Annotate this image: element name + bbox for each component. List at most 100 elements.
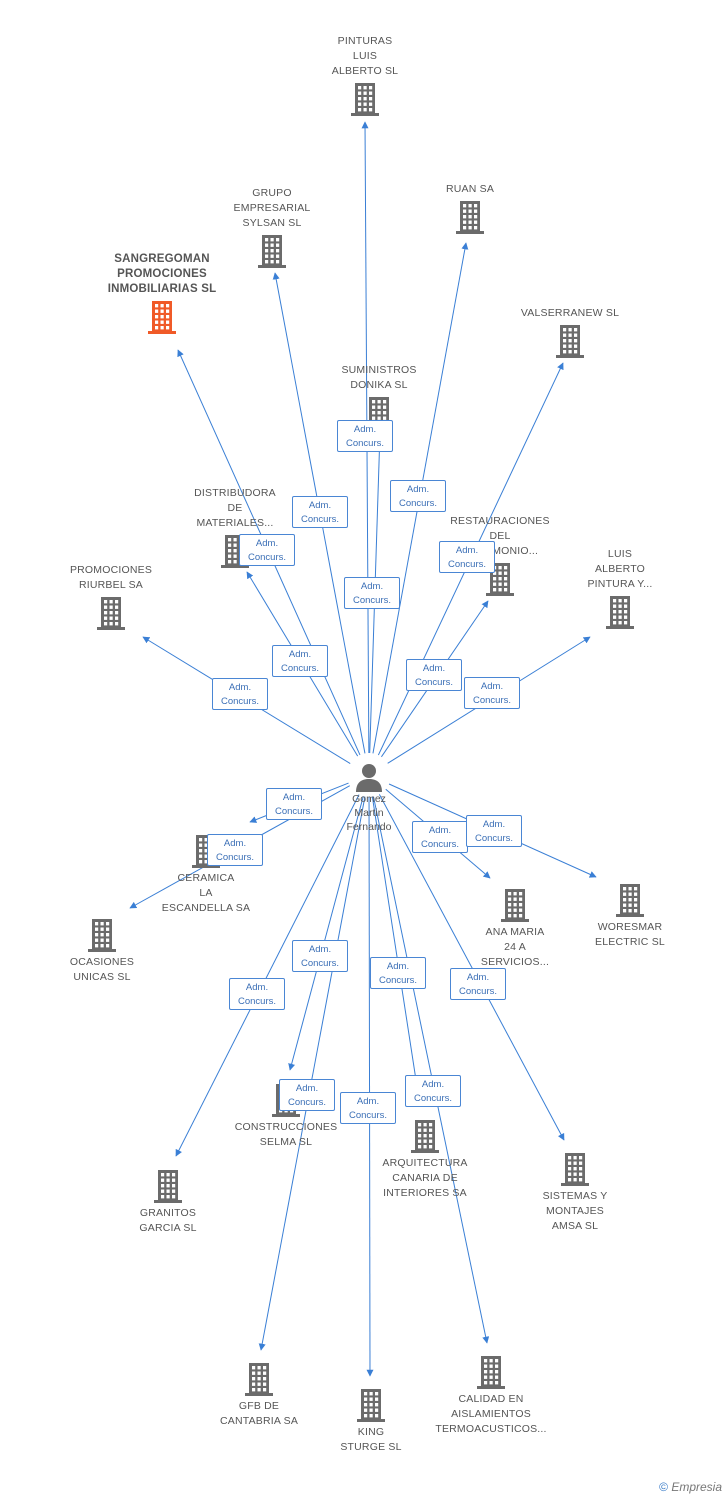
company-label-line: STURGE SL (340, 1441, 402, 1453)
company-label-line: CANTABRIA SA (219, 1415, 299, 1427)
edge-label-line-1: Adm. (288, 649, 312, 660)
edge-sistemas-montajes-amsa (378, 794, 565, 1141)
building-icon (154, 1170, 182, 1203)
edge-label-line-2: Concurs. (474, 833, 513, 844)
building-icon (477, 1356, 505, 1389)
company-label-line: GARCIA SL (139, 1222, 197, 1234)
edge-badge-suministros-donika[interactable]: Adm.Concurs. (337, 420, 393, 452)
company-label-line: SANGREGOMAN (114, 253, 210, 265)
building-icon (606, 596, 634, 629)
edge-badge-construcciones-selma[interactable]: Adm.Concurs. (292, 940, 348, 972)
edge-badge-luis-alberto-pintura[interactable]: Adm.Concurs. (464, 677, 520, 709)
building-icon (351, 83, 379, 116)
company-label-line: SUMINISTROS (341, 364, 417, 376)
company-label-line: KING (357, 1426, 385, 1438)
edge-label-line-2: Concurs. (274, 806, 313, 817)
company-label-line: RESTAURACIONES (450, 515, 550, 527)
company-label-line: DONIKA SL (350, 379, 408, 391)
company-node-king-sturge[interactable]: KING STURGE SL (301, 1385, 441, 1455)
edge-label-line-2: Concurs. (348, 1110, 387, 1121)
edge-badge-ocasiones-unicas[interactable]: Adm.Concurs. (266, 788, 322, 820)
company-label: SUMINISTROS DONIKA SL (309, 363, 449, 393)
edge-label-line-2: Concurs. (220, 696, 259, 707)
edge-label-line-1: Adm. (228, 682, 252, 693)
edge-label-line-1: Adm. (480, 681, 504, 692)
edge-label-line-1: Adm. (482, 819, 506, 830)
company-label-line: PROMOCIONES (117, 268, 207, 280)
person-name-line-2: Martin (354, 807, 384, 819)
edge-badge-calidad-en-aislamientos[interactable]: Adm.Concurs. (405, 1075, 461, 1107)
company-label: RUAN SA (400, 182, 540, 197)
edge-label-line-2: Concurs. (215, 852, 254, 863)
company-label-line: INTERIORES SA (383, 1187, 467, 1199)
company-label-line: RIURBEL SA (78, 579, 144, 591)
footer-brand[interactable]: © Empresia (659, 1480, 722, 1494)
edge-label-line-1: Adm. (223, 838, 247, 849)
company-label-line: INMOBILIARIAS SL (107, 283, 217, 295)
edge-badge-king-sturge[interactable]: Adm. Concurs. (340, 1092, 396, 1124)
edge-badge-grupo-empresarial-sylsan[interactable]: Adm.Concurs. (292, 496, 348, 528)
edge-badge-extra-1[interactable]: Adm.Concurs. (272, 645, 328, 677)
company-node-ruan[interactable]: RUAN SA (400, 182, 540, 237)
company-label: KING STURGE SL (301, 1425, 441, 1455)
edge-label-line-1: Adm. (356, 1096, 380, 1107)
edge-label-line-1: Adm. (295, 1083, 319, 1094)
edge-label-line-1: Adm. (406, 484, 430, 495)
edge-badge-gfb-de-cantabria[interactable]: Adm.Concurs. (279, 1079, 335, 1111)
edge-construcciones-selma (288, 796, 364, 1071)
edge-calidad-en-aislamientos (372, 796, 490, 1344)
company-label-line: TERMOACUSTICOS... (435, 1423, 547, 1435)
edge-label-line-2: Concurs. (378, 975, 417, 986)
person-name-line-3: Fernando (346, 821, 392, 833)
company-label-line: ARQUITECTURA (382, 1157, 468, 1169)
company-label-line: VALSERRANEW SL (520, 307, 620, 319)
edge-badge-woresmar-electric[interactable]: Adm. Concurs. (466, 815, 522, 847)
company-label-line: SYLSAN SL (242, 217, 302, 229)
edge-label-line-2: Concurs. (398, 498, 437, 509)
company-label: VALSERRANEW SL (500, 306, 640, 321)
edge-badge-ana-maria-24[interactable]: Adm.Concurs. (412, 821, 468, 853)
company-node-sangregoman[interactable]: SANGREGOMAN PROMOCIONES INMOBILIARIAS SL (92, 252, 232, 337)
company-node-valserranew[interactable]: VALSERRANEW SL (500, 306, 640, 361)
edge-badge-ceramica-la-escandella[interactable]: Adm. Concurs. (207, 834, 263, 866)
person-node[interactable]: Gomez Martin Fernando (324, 762, 414, 834)
edge-badge-sistemas-montajes-amsa[interactable]: Adm.Concurs. (450, 968, 506, 1000)
edge-badge-promociones-riurbel[interactable]: Adm. Concurs. (212, 678, 268, 710)
edge-badge-distribudora[interactable]: Adm.Concurs. (239, 534, 295, 566)
edge-badge-granitos-garcia[interactable]: Adm.Concurs. (229, 978, 285, 1010)
company-label-line: CANARIA DE (392, 1172, 458, 1184)
edge-badge-ruan[interactable]: Adm. Concurs. (390, 480, 446, 512)
edge-badge-restauraciones[interactable]: Adm.Concurs. (344, 577, 400, 609)
edge-label-line-2: Concurs. (345, 438, 384, 449)
company-label-line: RUAN SA (445, 183, 495, 195)
edge-badge-valserranew[interactable]: Adm.Concurs. (439, 541, 495, 573)
edge-label-line-2: Concurs. (300, 958, 339, 969)
edge-label-line-1: Adm. (422, 663, 446, 674)
company-label-line: DE (227, 502, 243, 514)
building-icon (556, 325, 584, 358)
building-icon (411, 1120, 439, 1153)
company-label-line: CALIDAD EN (458, 1393, 524, 1405)
company-node-arquitectura-canaria[interactable]: ARQUITECTURA CANARIA DE INTERIORES SA (355, 1116, 495, 1201)
edge-label-line-2: Concurs. (414, 677, 453, 688)
edge-granitos-garcia (175, 794, 360, 1157)
edge-badge-extra-2[interactable]: Adm. Concurs. (406, 659, 462, 691)
edge-badge-arquitectura-canaria[interactable]: Adm.Concurs. (370, 957, 426, 989)
